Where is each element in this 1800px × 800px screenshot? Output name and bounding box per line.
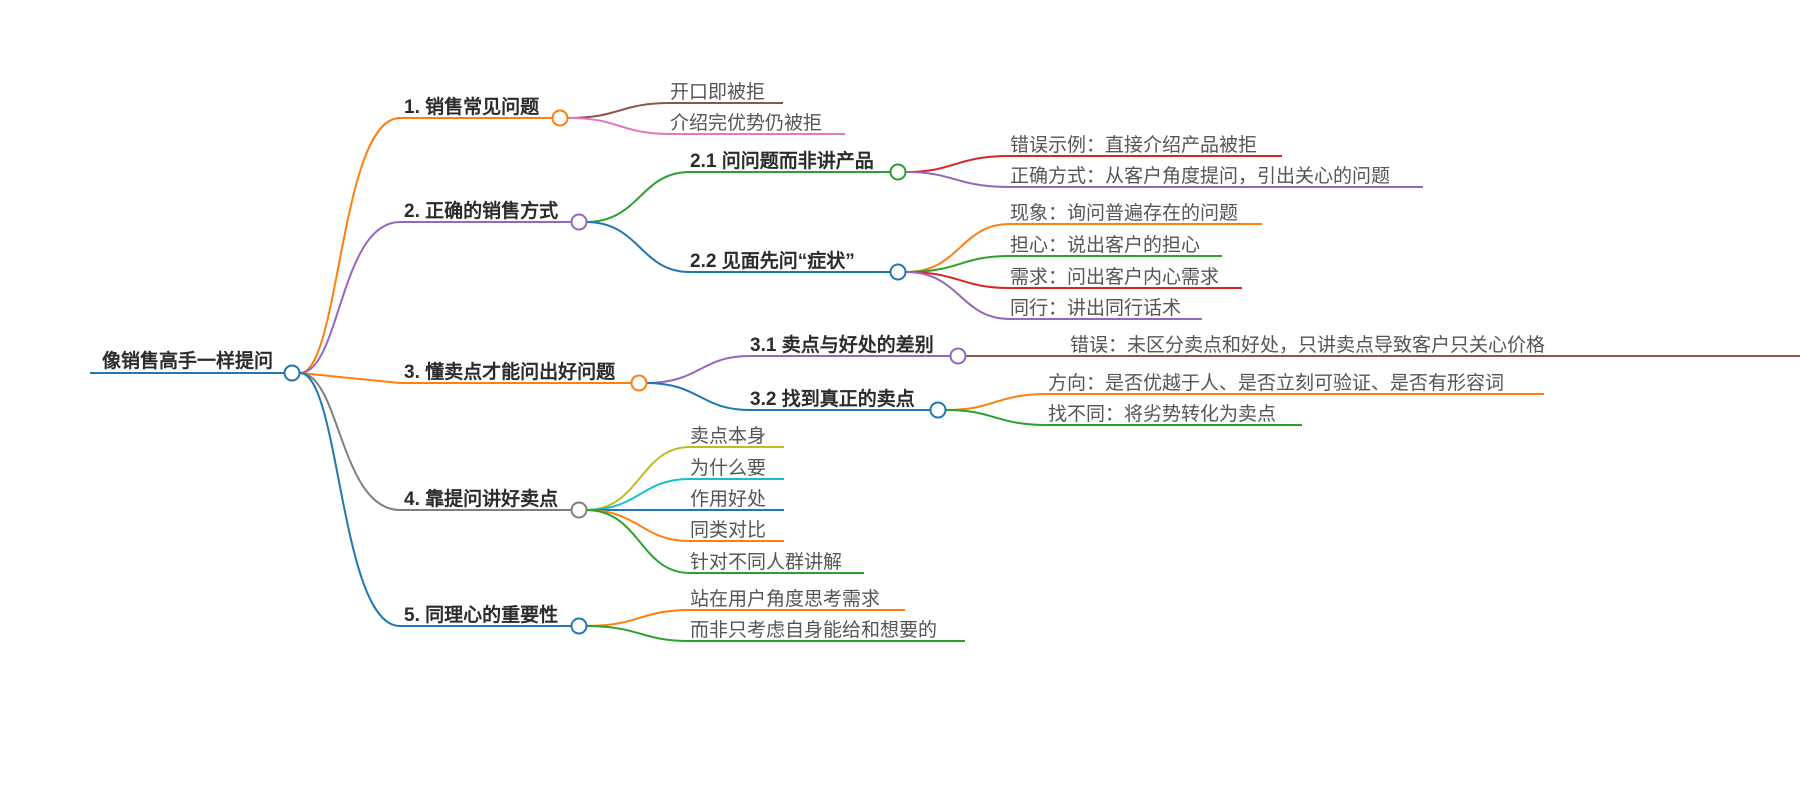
branch-3-topic[interactable]: 3. 懂卖点才能问出好问题: [404, 360, 615, 383]
connector-c22-leaf1: [905, 223, 1262, 273]
c22-leaf-1[interactable]: 现象：询问普遍存在的问题: [1010, 202, 1238, 224]
c32-leaf-1[interactable]: 方向：是否优越于人、是否立刻可验证、是否有形容词: [1048, 372, 1504, 394]
connector-b1-leaf2: [567, 117, 845, 135]
c21-collapse-toggle[interactable]: [889, 163, 907, 181]
root-collapse-toggle[interactable]: [283, 364, 301, 382]
node-dots: [283, 109, 967, 635]
root-topic[interactable]: 像销售高手一样提问: [102, 349, 273, 372]
connector-c21-leaf1: [905, 155, 1282, 173]
connector-b4-leaf1: [585, 446, 784, 511]
c31-collapse-toggle[interactable]: [949, 347, 967, 365]
c22-leaf-3[interactable]: 需求：问出客户内心需求: [1010, 266, 1219, 288]
connector-c32-leaf2: [945, 409, 1302, 426]
node-labels: 像销售高手一样提问 1. 销售常见问题 开口即被拒 介绍完优势仍被拒 2. 正确…: [102, 81, 1545, 641]
connectors: [90, 102, 1800, 642]
subtopic-3-2[interactable]: 3.2 找到真正的卖点: [750, 387, 915, 410]
connector-c22-leaf3: [905, 271, 1242, 289]
branch-1-topic[interactable]: 1. 销售常见问题: [404, 95, 539, 118]
c22-leaf-2[interactable]: 担心：说出客户的担心: [1010, 234, 1200, 256]
branch-5-topic[interactable]: 5. 同理心的重要性: [404, 603, 558, 626]
connector-root-b4: [299, 372, 578, 511]
connector-root-b2: [299, 221, 580, 374]
b4-leaf-3[interactable]: 作用好处: [690, 488, 766, 510]
connector-b2-c2: [585, 221, 898, 273]
c21-leaf-1[interactable]: 错误示例：直接介绍产品被拒: [1010, 134, 1257, 156]
connector-b5-leaf2: [585, 625, 965, 642]
connector-root-b3: [299, 372, 640, 384]
connector-b4-leaf4: [585, 509, 784, 542]
b4-leaf-5[interactable]: 针对不同人群讲解: [690, 551, 842, 573]
c22-leaf-4[interactable]: 同行：讲出同行话术: [1010, 297, 1181, 319]
b2-collapse-toggle[interactable]: [570, 213, 588, 231]
connector-b1-leaf1: [567, 102, 783, 119]
connector-b3-c2: [645, 382, 938, 411]
connector-b2-c1: [585, 171, 898, 223]
b4-leaf-1[interactable]: 卖点本身: [690, 425, 766, 447]
connector-c21-leaf2: [905, 171, 1423, 188]
b3-collapse-toggle[interactable]: [630, 374, 648, 392]
c21-leaf-2[interactable]: 正确方式：从客户角度提问，引出关心的问题: [1010, 165, 1390, 187]
c32-leaf-2[interactable]: 找不同：将劣势转化为卖点: [1048, 403, 1276, 425]
b4-leaf-4[interactable]: 同类对比: [690, 519, 766, 541]
b1-collapse-toggle[interactable]: [551, 109, 569, 127]
subtopic-3-1[interactable]: 3.1 卖点与好处的差别: [750, 333, 934, 356]
b5-leaf-1[interactable]: 站在用户角度思考需求: [690, 588, 880, 610]
connector-c22-leaf2: [905, 255, 1222, 273]
branch-4-topic[interactable]: 4. 靠提问讲好卖点: [404, 487, 558, 510]
b4-leaf-2[interactable]: 为什么要: [690, 457, 766, 479]
b1-leaf-2[interactable]: 介绍完优势仍被拒: [670, 112, 822, 134]
c32-collapse-toggle[interactable]: [929, 401, 947, 419]
connector-root-b1: [299, 117, 562, 374]
b5-collapse-toggle[interactable]: [570, 617, 588, 635]
connector-c32-leaf1: [945, 393, 1544, 411]
connector-b5-leaf1: [585, 609, 905, 627]
subtopic-2-2[interactable]: 2.2 见面先问“症状”: [690, 249, 855, 272]
connector-b3-c1: [645, 355, 958, 384]
c22-collapse-toggle[interactable]: [889, 263, 907, 281]
connector-root-b5: [299, 372, 578, 627]
subtopic-2-1[interactable]: 2.1 问问题而非讲产品: [690, 149, 874, 172]
b5-leaf-2[interactable]: 而非只考虑自身能给和想要的: [690, 619, 937, 641]
connector-b4-leaf5: [585, 509, 864, 574]
b1-leaf-1[interactable]: 开口即被拒: [670, 81, 765, 103]
connector-c22-leaf4: [905, 271, 1202, 320]
branch-2-topic[interactable]: 2. 正确的销售方式: [404, 199, 558, 222]
b4-collapse-toggle[interactable]: [570, 501, 588, 519]
connector-b4-leaf2: [585, 478, 784, 511]
c31-leaf-1[interactable]: 错误：未区分卖点和好处，只讲卖点导致客户只关心价格: [1070, 334, 1545, 356]
